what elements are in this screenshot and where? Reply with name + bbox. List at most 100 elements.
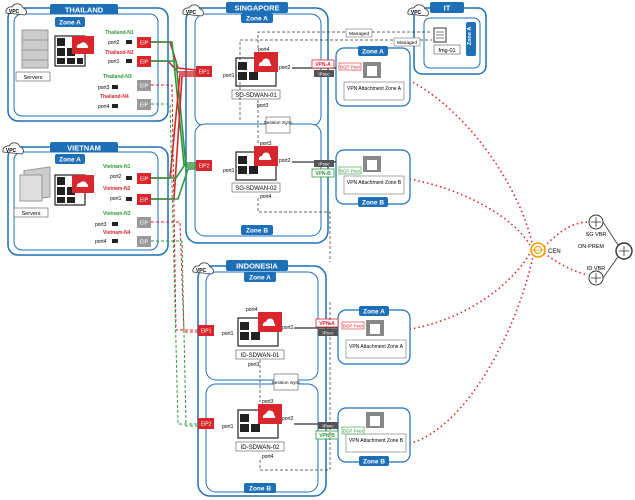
- vietnam-eip-3: EIP: [140, 221, 149, 227]
- singapore-vpc: SINGAPORE Zone A Zone B SG-SDWAN-01 port…: [185, 2, 329, 244]
- vietnam-eip-1: EIP: [140, 177, 149, 183]
- thailand-eip-2: EIP: [140, 60, 149, 66]
- sg-vpn-attachment-a: Zone A VPN Attachment Zone A BGP Peer: [335, 46, 411, 107]
- svg-text:port2: port2: [279, 65, 291, 71]
- on-prem: ON-PREM: [578, 221, 633, 279]
- fortigate-icon: [235, 52, 278, 87]
- thailand-servers-label: Servers: [24, 75, 43, 81]
- sg-sdwan-02-label: SG-SDWAN-02: [235, 186, 277, 192]
- sg-vbr-label: SG VBR: [586, 232, 607, 238]
- svg-text:port2: port2: [108, 40, 120, 46]
- id-eip2: EIP2: [201, 422, 212, 428]
- managed-links: Managed Managed: [239, 28, 432, 120]
- svg-text:port4: port4: [246, 307, 258, 313]
- svg-text:VPC: VPC: [6, 148, 17, 154]
- managed-label-1: Managed: [349, 31, 369, 37]
- svg-text:port3: port3: [248, 362, 260, 368]
- indonesia-zone-b: Zone B: [249, 486, 271, 493]
- id-ipsec-b: IPsec: [322, 424, 334, 429]
- id-sdwan-01-label: ID-SDWAN-01: [241, 353, 280, 359]
- svg-text:port2: port2: [279, 158, 291, 164]
- sg-bgp-peer-b: BGP Peer: [340, 169, 361, 174]
- svg-text:VPC: VPC: [9, 9, 20, 15]
- thailand-eip-3: EIP: [140, 84, 149, 90]
- thailand-n4: Thailand-N4: [100, 94, 129, 100]
- id-vpn-a: VPN-A: [319, 321, 335, 327]
- vpc-tag-vietnam: VPC: [2, 142, 24, 155]
- id-bgp-peer-a: BGP Peer: [343, 324, 364, 329]
- id-vpn-attachment-b: Zone B VPN Attachment Zone B BGP Peer: [337, 407, 411, 466]
- fortigate-icon: [54, 35, 94, 67]
- indonesia-vpc: INDONESIA Zone A Zone B ID-SDWAN-01 port…: [197, 260, 327, 497]
- fortigate-icon: [54, 174, 94, 206]
- sg-sdwan-01-label: SG-SDWAN-01: [235, 93, 277, 99]
- sdwan-tunnels: [151, 41, 198, 427]
- sg-eip2: EIP2: [199, 164, 210, 170]
- id-vbr: ID VBR: [587, 266, 605, 286]
- svg-text:port3: port3: [260, 141, 272, 147]
- thailand-eip-4: EIP: [140, 103, 149, 109]
- vietnam-eip-2: EIP: [140, 198, 149, 204]
- thailand-zone-a: Zone A: [59, 20, 81, 27]
- id-ipsec-a: IPsec: [322, 331, 334, 336]
- vietnam-eip-4: EIP: [140, 240, 149, 246]
- on-prem-label: ON-PREM: [578, 244, 604, 250]
- sg-ipsec-b: IPsec: [318, 162, 330, 167]
- fortigate-icon: [237, 312, 282, 347]
- sg-vbr: SG VBR: [586, 214, 607, 238]
- sg-vpn-b: VPN-B: [315, 171, 331, 177]
- svg-text:port2: port2: [110, 174, 122, 180]
- thailand-eip-1: EIP: [140, 41, 149, 47]
- thailand-n2: Thailand-N2: [105, 50, 134, 56]
- managed-label-2: Managed: [397, 40, 417, 46]
- thailand-n3: Thailand-N3: [103, 74, 132, 80]
- svg-text:port1: port1: [223, 73, 235, 79]
- vietnam-title: VIETNAM: [67, 144, 101, 153]
- svg-text:VPC: VPC: [186, 10, 197, 16]
- id-sdwan-02-label: ID-SDWAN-02: [241, 445, 280, 451]
- indonesia-title: INDONESIA: [236, 262, 278, 271]
- vietnam-n4: Vietnam-N4: [103, 230, 131, 236]
- vpc-tag-thailand: VPC: [5, 3, 27, 16]
- thailand-title: THAILAND: [65, 6, 104, 15]
- svg-text:VPC: VPC: [196, 268, 207, 274]
- thailand-vpc: THAILAND Zone A Servers Thailand-N1 port…: [7, 4, 169, 122]
- sg-bgp-peer-a: BGP Peer: [340, 65, 361, 70]
- svg-text:port1: port1: [223, 168, 235, 174]
- svg-text:port1: port1: [222, 331, 234, 337]
- svg-text:port4: port4: [260, 194, 272, 200]
- vpc-tag-it: VPC: [407, 4, 429, 17]
- cen: CEN: [530, 242, 561, 258]
- it-zone-a: Zone A: [467, 27, 473, 45]
- svg-text:VPC: VPC: [411, 10, 422, 16]
- singapore-zone-a: Zone A: [246, 16, 268, 23]
- it-title: IT: [444, 4, 451, 13]
- id-bgp-peer-b: BGP Peer: [343, 429, 364, 434]
- vpc-tag-singapore: VPC: [182, 4, 204, 17]
- sg-session-sync-label: Session Sync: [263, 120, 293, 126]
- singapore-title: SINGAPORE: [234, 4, 279, 13]
- id-vbr-label: ID VBR: [587, 266, 605, 272]
- id-vpn-attachment-a: Zone A VPN Attachment Zone A BGP Peer: [337, 306, 411, 365]
- id-session-sync-label: Session Sync: [271, 380, 301, 386]
- id-vpn-links: VPN-A IPsec IPsec VPN-B: [294, 318, 339, 440]
- sg-attach-b-label: VPN Attachment Zone B: [347, 180, 402, 186]
- fmg-01-label: fmg-01: [438, 48, 455, 54]
- fortimanager-icon: [433, 27, 447, 43]
- sg-vpn-a: VPN-A: [315, 62, 331, 68]
- sg-ipsec-a: IPsec: [318, 72, 330, 77]
- svg-text:port3: port3: [257, 103, 269, 109]
- fortigate-icon: [235, 146, 278, 181]
- it-vpc: IT Zone A fmg-01: [413, 2, 487, 75]
- svg-text:Zone A: Zone A: [362, 49, 384, 56]
- id-attach-a-label: VPN Attachment Zone A: [349, 344, 404, 350]
- svg-text:Zone A: Zone A: [363, 309, 385, 316]
- vietnam-n2: Vietnam-N2: [103, 186, 131, 192]
- svg-text:port3: port3: [98, 85, 110, 91]
- cen-label: CEN: [548, 249, 561, 255]
- fortigate-icon: [237, 404, 282, 439]
- id-attach-b-label: VPN Attachment Zone B: [349, 438, 404, 444]
- vietnam-n3: Vietnam-N3: [103, 211, 131, 217]
